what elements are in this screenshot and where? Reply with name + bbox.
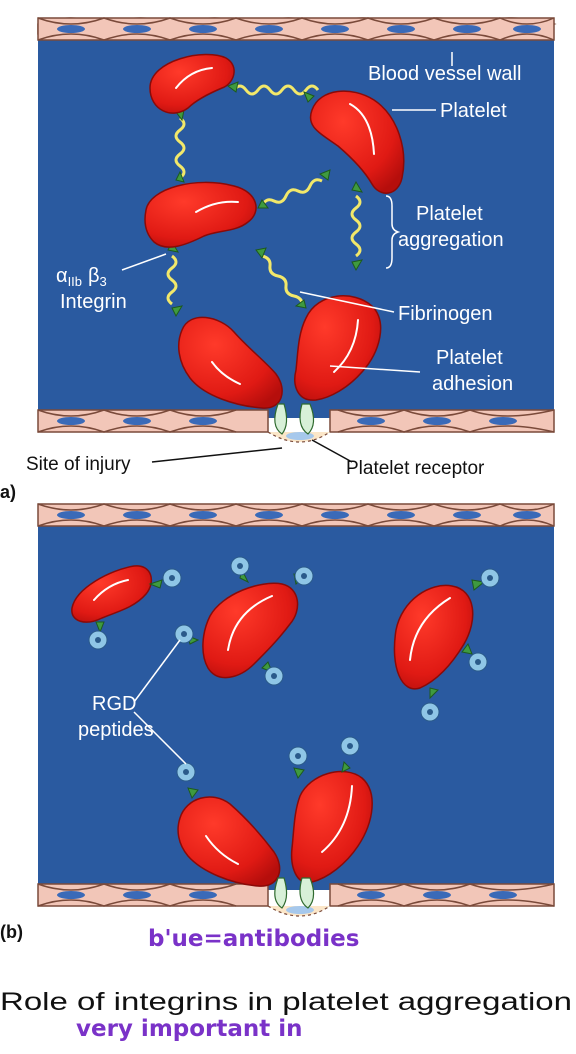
platelet-shape xyxy=(149,53,235,114)
leader-lines-a xyxy=(121,52,453,373)
label-platelet-receptor: Platelet receptor xyxy=(346,458,485,479)
platelet-shape xyxy=(393,584,474,690)
label-integrin: Integrin xyxy=(60,291,127,313)
vessel-lumen-a xyxy=(38,36,554,418)
platelet-shape xyxy=(177,316,283,409)
label-aggregation-2: aggregation xyxy=(398,229,504,251)
panel-letter-a: a) xyxy=(0,482,16,502)
leader-lines-a-dark xyxy=(151,439,353,463)
leader-lines-b xyxy=(133,639,187,765)
label-adhesion-2: adhesion xyxy=(432,373,513,395)
label-site-of-injury: Site of injury xyxy=(26,454,131,475)
endothelium-bottom-a xyxy=(37,409,555,443)
endothelium-top-b xyxy=(37,503,555,527)
fibrinogen-linkers xyxy=(166,84,362,307)
figure-caption: Role of integrins in platelet aggregatio… xyxy=(0,988,572,1016)
label-adhesion-1: Platelet xyxy=(436,347,503,369)
platelets-b xyxy=(71,565,474,887)
platelet-shape xyxy=(177,796,281,887)
platelet-receptors-b xyxy=(274,877,315,909)
handwritten-note-antibodies: b'ue=antibodies xyxy=(148,926,359,952)
panel-letter-b: (b) xyxy=(0,922,23,942)
label-rgd-2: peptides xyxy=(78,719,154,741)
platelet-shape xyxy=(202,582,299,679)
platelet-receptors-a xyxy=(274,403,315,435)
platelet-shape xyxy=(71,565,153,623)
label-vessel-wall: Blood vessel wall xyxy=(368,63,521,85)
platelet-highlights-b xyxy=(93,579,451,865)
panel-a: Blood vessel wall Platelet Platelet aggr… xyxy=(0,17,557,502)
label-platelet: Platelet xyxy=(440,100,507,122)
platelet-shape xyxy=(144,181,257,248)
platelet-shape xyxy=(290,770,373,884)
endothelium-top-a xyxy=(37,17,557,41)
label-fibrinogen: Fibrinogen xyxy=(398,303,493,325)
platelet-highlights-a xyxy=(175,67,375,385)
label-aggregation-1: Platelet xyxy=(416,203,483,225)
endothelium-bottom-b xyxy=(37,883,555,917)
handwritten-caption-note: very important in xyxy=(76,1016,303,1042)
platelet-shape xyxy=(294,295,382,401)
label-rgd-1: RGD xyxy=(92,693,136,715)
platelets-a xyxy=(144,53,405,409)
integrin-rgd-complexes xyxy=(88,556,500,800)
platelet-shape xyxy=(309,90,405,194)
panel-b: RGD peptides (b) b'ue=antibodies xyxy=(0,503,555,952)
